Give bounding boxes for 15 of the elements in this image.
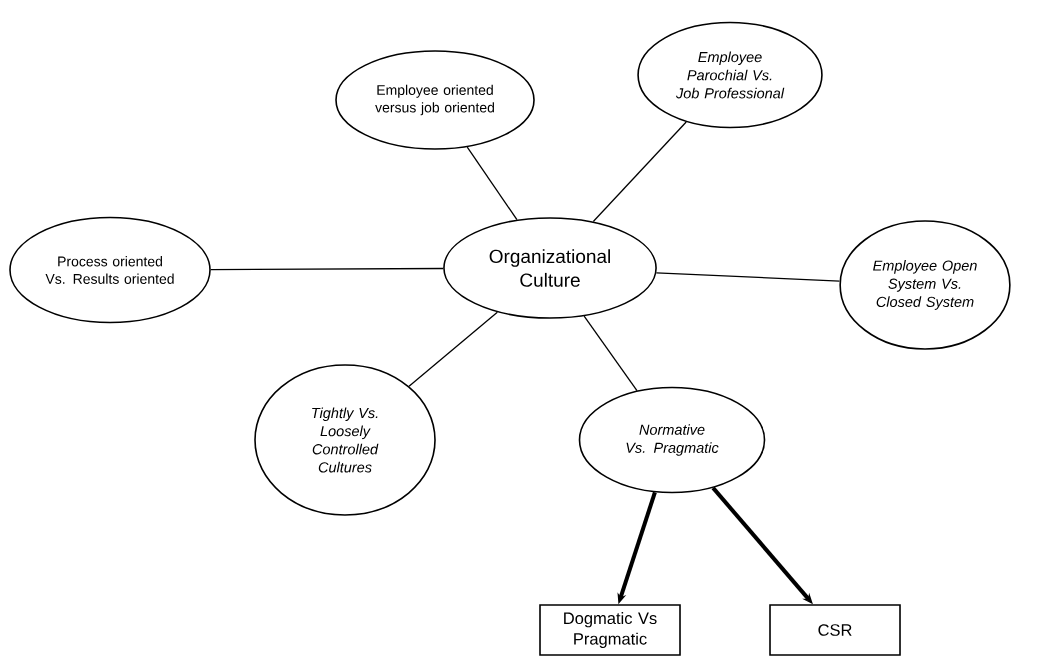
process-box: Dogmatic Vs Pragmatic <box>539 604 681 656</box>
oval-node: Process oriented Vs. Results oriented <box>9 216 211 324</box>
connector-line <box>466 146 518 221</box>
oval-node: Employee Parochial Vs. Job Professional <box>637 21 823 129</box>
connector-line <box>408 311 498 387</box>
connector-line <box>592 121 687 223</box>
oval-node: Tightly Vs. Loosely Controlled Cultures <box>254 364 436 516</box>
oval-node: Employee Open System Vs. Closed System <box>839 220 1011 350</box>
oval-node: Employee oriented versus job oriented <box>335 50 535 150</box>
oval-node: Organizational Culture <box>443 217 657 319</box>
connector-line <box>655 272 841 282</box>
connector-line <box>210 267 444 271</box>
connector-line <box>583 315 638 392</box>
oval-node: Normative Vs. Pragmatic <box>578 386 766 494</box>
process-box: CSR <box>769 604 901 656</box>
